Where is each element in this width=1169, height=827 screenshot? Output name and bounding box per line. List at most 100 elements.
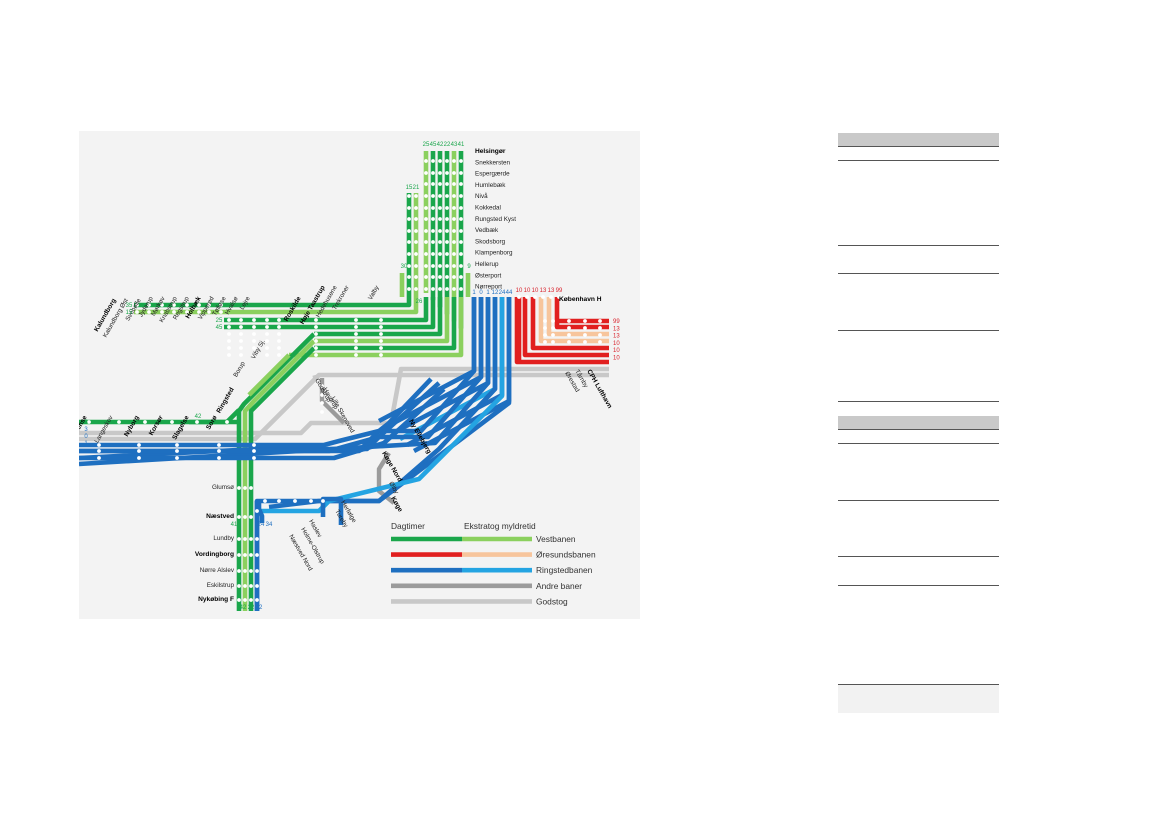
- oresundsbanen-track: [554, 297, 609, 330]
- station-dot: [583, 340, 587, 344]
- station-dot: [239, 325, 243, 329]
- station-dot: [239, 318, 243, 322]
- station-dot: [314, 318, 318, 322]
- line-number: 41: [458, 142, 465, 148]
- oresundsbanen-track: [522, 297, 609, 358]
- station-dot: [459, 240, 463, 244]
- station-dot: [87, 420, 91, 424]
- station-dot: [549, 295, 553, 299]
- station-dot: [424, 287, 428, 291]
- station-dot: [445, 171, 449, 175]
- station-dot: [255, 569, 259, 573]
- station-dot: [243, 584, 247, 588]
- station-dot: [239, 346, 243, 350]
- station-dot: [170, 420, 174, 424]
- station-dot: [438, 252, 442, 256]
- track-layer: [79, 151, 609, 611]
- line-number: 13: [548, 288, 555, 294]
- station-dot: [445, 229, 449, 233]
- station-label: Hellerup: [475, 261, 499, 268]
- station-dot: [265, 332, 269, 336]
- station-label: Nivå: [475, 192, 488, 200]
- station-dot: [407, 229, 411, 233]
- station-dot: [445, 252, 449, 256]
- vestbanen-track: [314, 297, 450, 344]
- station-dot: [459, 275, 463, 279]
- station-label: Vordingborg: [195, 551, 234, 558]
- station-label: Borup: [232, 360, 247, 378]
- station-dot: [137, 456, 141, 460]
- ringstedbanen-track: [79, 377, 433, 448]
- vestbanen-track: [247, 353, 291, 397]
- station-dot: [438, 287, 442, 291]
- legend-label: Ringstedbanen: [536, 565, 593, 575]
- station-dot: [431, 287, 435, 291]
- station-dot: [172, 310, 176, 314]
- line-number: 26: [416, 299, 423, 305]
- ringstedbanen-track: [79, 387, 446, 461]
- station-dot: [255, 553, 259, 557]
- station-dot: [551, 319, 555, 323]
- station-dot: [354, 332, 358, 336]
- station-label: København H: [559, 296, 602, 303]
- line-number: 44: [506, 290, 513, 296]
- godstog-track: [312, 374, 320, 381]
- station-dot: [452, 159, 456, 163]
- station-dot: [414, 252, 418, 256]
- station-dot: [314, 346, 318, 350]
- station-dot: [354, 346, 358, 350]
- line-number: 42: [437, 142, 444, 148]
- line-number: 10: [613, 348, 620, 354]
- station-dot: [543, 319, 547, 323]
- station-dot: [147, 310, 151, 314]
- station-label: Østerport: [475, 272, 501, 279]
- station-dot: [459, 159, 463, 163]
- station-dot: [239, 339, 243, 343]
- line-number: 42: [195, 414, 202, 420]
- station-dot: [237, 569, 241, 573]
- station-dot: [424, 229, 428, 233]
- line-number: 41: [231, 522, 238, 528]
- line-number: 13: [540, 288, 547, 294]
- legend-label: Godstog: [536, 596, 568, 606]
- table-rule: [838, 443, 999, 444]
- station-dot: [598, 340, 602, 344]
- station-dot: [567, 326, 571, 330]
- station-dot: [185, 303, 189, 307]
- station-dot: [379, 318, 383, 322]
- table-header-bar: [838, 416, 999, 429]
- line-number: 10: [613, 356, 620, 362]
- station-dot: [445, 217, 449, 221]
- station-dot: [217, 449, 221, 453]
- station-label: Glumsø: [212, 484, 234, 491]
- vestbanen-track: [134, 297, 419, 315]
- station-dot: [314, 339, 318, 343]
- table-header-bar: [838, 133, 999, 146]
- station-dot: [445, 264, 449, 268]
- station-dot: [583, 326, 587, 330]
- station-dot: [354, 339, 358, 343]
- station-dot: [452, 206, 456, 210]
- station-dot: [320, 384, 324, 388]
- line-number: 5: [84, 420, 88, 426]
- station-dot: [249, 537, 253, 541]
- station-dot: [424, 240, 428, 244]
- station-dot: [207, 303, 211, 307]
- station-dot: [438, 240, 442, 244]
- station-dot: [407, 194, 411, 198]
- legend-header-left: Dagtimer: [391, 521, 425, 531]
- line-number: 24: [258, 522, 265, 528]
- station-dot: [252, 443, 256, 447]
- station-dot: [517, 295, 521, 299]
- station-dot: [431, 182, 435, 186]
- station-dot: [354, 325, 358, 329]
- table-rule: [838, 245, 999, 246]
- station-dot: [424, 206, 428, 210]
- station-dot: [445, 182, 449, 186]
- line-number: 34: [266, 522, 273, 528]
- station-dot: [277, 346, 281, 350]
- station-dot: [249, 515, 253, 519]
- vestbanen-track: [134, 297, 412, 308]
- station-label: Nørreport: [475, 284, 502, 291]
- station-dot: [431, 275, 435, 279]
